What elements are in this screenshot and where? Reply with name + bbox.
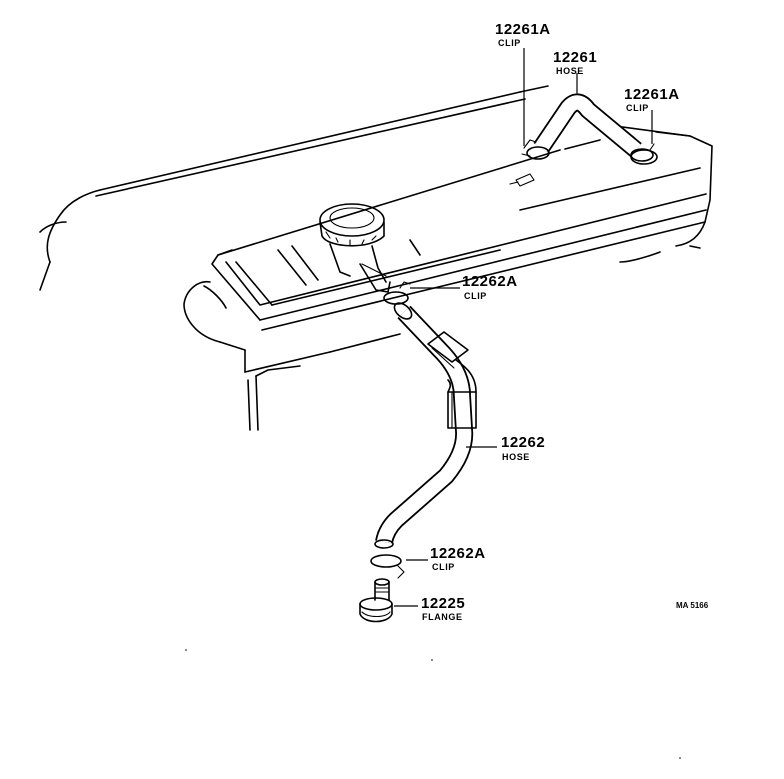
callout-clip-mid: 12262A CLIP bbox=[462, 273, 518, 301]
scan-specks bbox=[185, 649, 681, 759]
part-desc: HOSE bbox=[502, 452, 530, 462]
flange-part bbox=[359, 578, 393, 623]
part-number: 12262A bbox=[462, 273, 518, 290]
callout-flange: 12225 FLANGE bbox=[421, 595, 465, 622]
part-desc: CLIP bbox=[498, 38, 521, 48]
part-desc: CLIP bbox=[432, 562, 455, 572]
part-number: 12261A bbox=[624, 86, 680, 103]
part-number: 12225 bbox=[421, 595, 465, 612]
callout-hose-upper: 12261 HOSE bbox=[553, 49, 597, 76]
mid-clip bbox=[383, 281, 411, 305]
lower-clip bbox=[370, 554, 405, 579]
leader-lines bbox=[394, 48, 653, 607]
callout-clip-lower: 12262A CLIP bbox=[430, 545, 486, 572]
valve-cover bbox=[39, 85, 713, 431]
callout-clip-upper-right: 12261A CLIP bbox=[624, 86, 680, 113]
part-desc: HOSE bbox=[556, 66, 584, 76]
part-number: 12262A bbox=[430, 545, 486, 562]
upper-clip-left bbox=[521, 139, 537, 157]
callout-hose-lower: 12262 HOSE bbox=[501, 434, 545, 462]
upper-clip-right bbox=[630, 143, 658, 165]
part-number: 12261A bbox=[495, 21, 551, 38]
lower-hose bbox=[374, 302, 477, 549]
callout-clip-upper-left: 12261A CLIP bbox=[495, 21, 551, 48]
part-desc: CLIP bbox=[464, 291, 487, 301]
oil-filler-cap bbox=[319, 203, 391, 293]
diagram-code: MA 5166 bbox=[676, 601, 709, 610]
part-desc: CLIP bbox=[626, 103, 649, 113]
part-number: 12262 bbox=[501, 434, 545, 451]
part-number: 12261 bbox=[553, 49, 597, 66]
part-desc: FLANGE bbox=[422, 612, 463, 622]
